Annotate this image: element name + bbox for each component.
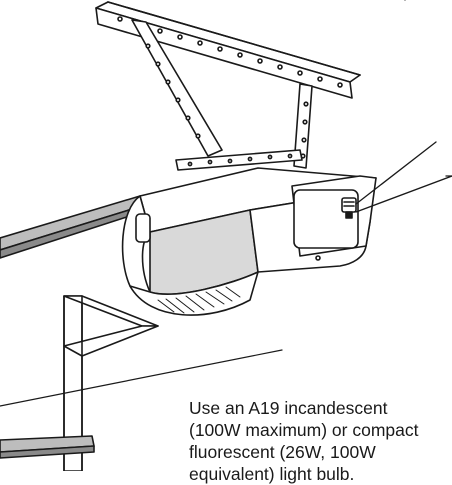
rail xyxy=(0,195,143,259)
light-bulb-socket-icon xyxy=(315,197,357,261)
bulb-instruction-caption: Use an A19 incandescent (100W maximum) o… xyxy=(189,397,452,485)
caption-line-1: Use an A19 incandescent xyxy=(189,398,388,418)
opener-housing xyxy=(121,167,377,316)
cross-strap xyxy=(175,149,303,171)
garage-door-opener-illustration xyxy=(0,0,452,471)
callout-lines xyxy=(355,141,452,213)
ceiling-line xyxy=(0,349,283,407)
caption-line-4: equivalent) light bulb. xyxy=(189,464,355,484)
light-lens-ribs xyxy=(157,286,241,314)
caption-line-2: (100W maximum) or compact xyxy=(189,420,419,440)
ceiling-bracket xyxy=(95,1,361,99)
inset-frame xyxy=(404,0,452,177)
bracket-holes xyxy=(117,16,343,88)
left-hanging-strap xyxy=(131,19,223,157)
caption-line-3: fluorescent (26W, 100W xyxy=(189,442,376,462)
lower-rail xyxy=(0,435,95,459)
